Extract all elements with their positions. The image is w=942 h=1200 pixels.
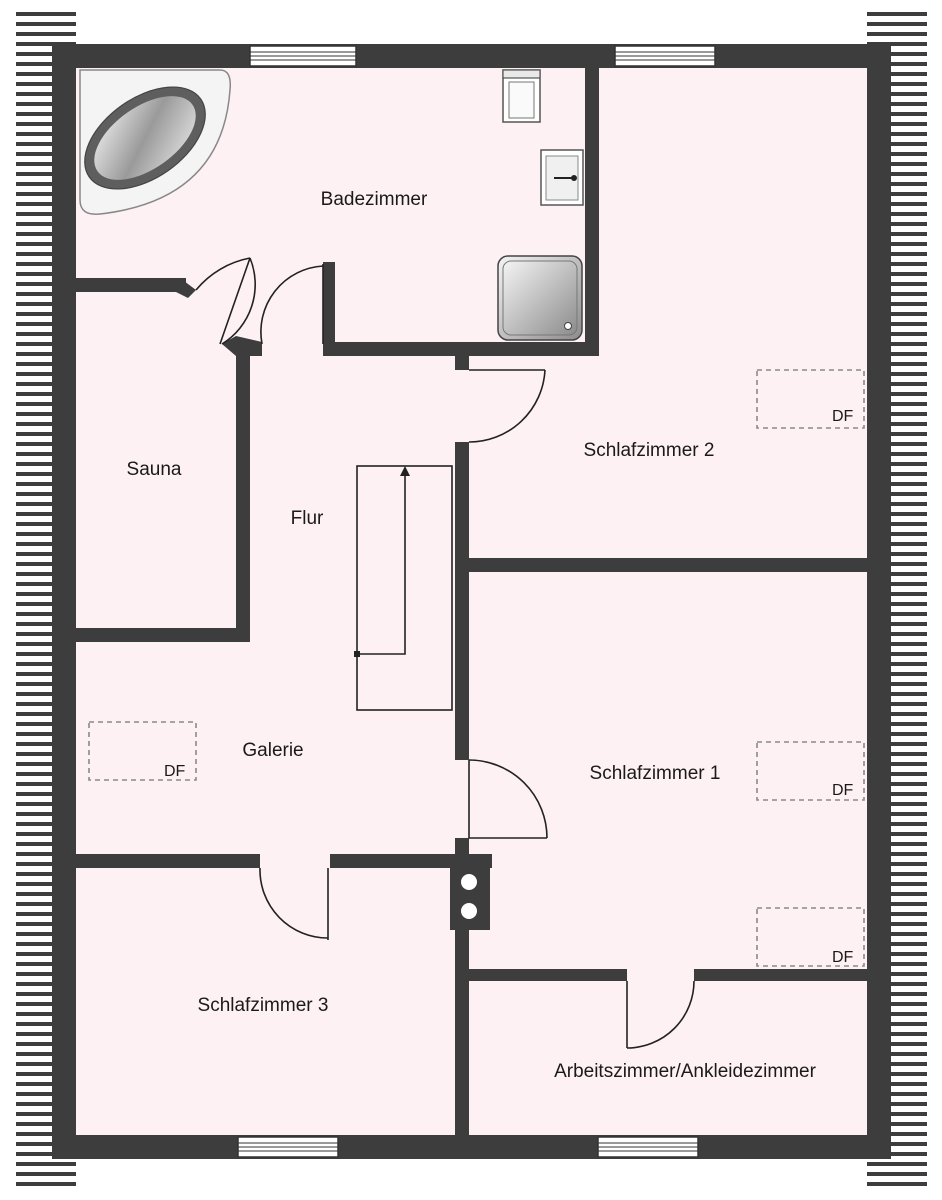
skylight-schlafzimmer2: DF xyxy=(756,369,865,429)
interior-walls xyxy=(64,56,879,1138)
roof-slope-left xyxy=(16,12,76,1186)
roof-slope-right xyxy=(867,12,927,1186)
room-label-schlafzimmer2: Schlafzimmer 2 xyxy=(584,440,715,461)
toilet xyxy=(502,69,541,123)
skylight-schlafzimmer1-upper: DF xyxy=(756,741,865,801)
svg-text:DF: DF xyxy=(164,763,186,780)
staircase xyxy=(354,465,453,711)
svg-text:DF: DF xyxy=(832,782,854,799)
shower-tray xyxy=(497,255,583,341)
window-top-left xyxy=(249,45,357,67)
room-label-arbeitszimmer: Arbeitszimmer/Ankleidezimmer xyxy=(554,1061,817,1082)
svg-text:DF: DF xyxy=(832,408,854,425)
sink xyxy=(540,149,584,206)
floor-area xyxy=(64,56,879,1146)
room-label-badezimmer: Badezimmer xyxy=(321,189,428,210)
room-label-galerie: Galerie xyxy=(242,740,303,761)
room-label-sauna: Sauna xyxy=(127,459,182,480)
door-badezimmer xyxy=(260,264,324,345)
exterior-walls xyxy=(52,44,891,1159)
door-schlafzimmer3 xyxy=(259,867,329,940)
doors xyxy=(195,257,695,1049)
room-labels: Badezimmer Sauna Flur Galerie Schlafzimm… xyxy=(127,189,817,1082)
room-label-flur: Flur xyxy=(291,508,324,529)
skylight-galerie: DF xyxy=(88,721,197,781)
door-schlafzimmer1 xyxy=(468,759,548,839)
window-top-right xyxy=(614,45,716,67)
door-sauna xyxy=(195,257,256,345)
svg-text:DF: DF xyxy=(832,949,854,966)
door-schlafzimmer2 xyxy=(468,369,546,443)
door-arbeitszimmer xyxy=(626,980,695,1049)
skylight-schlafzimmer1-lower: DF xyxy=(756,907,865,967)
windows xyxy=(237,45,716,1158)
room-label-schlafzimmer1: Schlafzimmer 1 xyxy=(590,763,721,784)
room-label-schlafzimmer3: Schlafzimmer 3 xyxy=(198,995,329,1016)
bathtub xyxy=(79,69,232,215)
window-bottom-right xyxy=(597,1136,699,1158)
window-bottom-left xyxy=(237,1136,339,1158)
